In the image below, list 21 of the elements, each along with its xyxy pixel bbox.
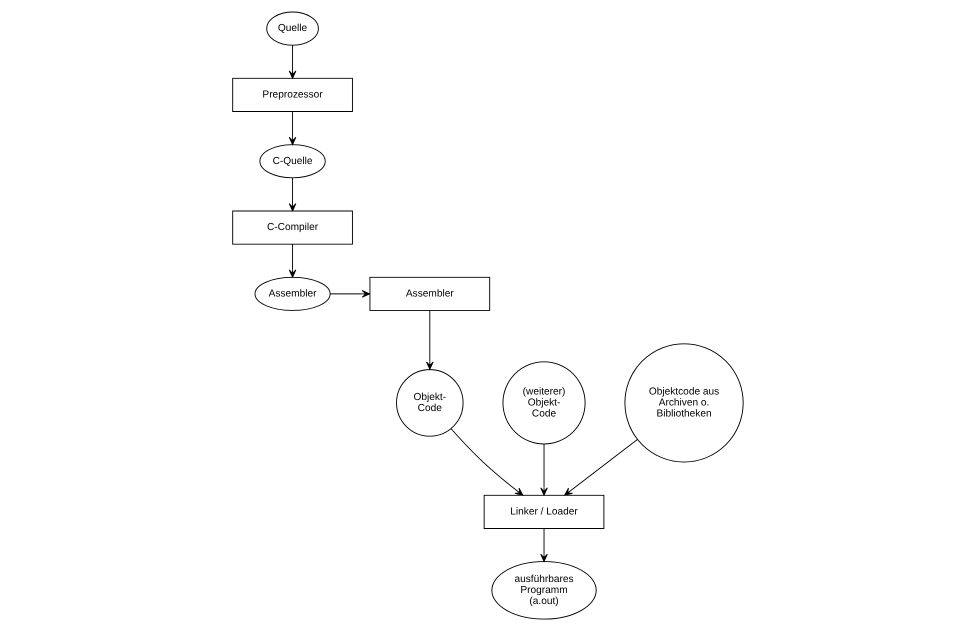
node-circle: (weiterer) Objekt- Code (502, 361, 586, 444)
node-box: C-Compiler (232, 210, 352, 245)
node-ellipse: C-Quelle (258, 144, 326, 178)
node-box: Preprozessor (232, 78, 352, 112)
arrow (540, 528, 548, 562)
arrow (329, 290, 370, 298)
node-box: Linker / Loader (483, 494, 604, 529)
node-circle: Objekt- Code (396, 369, 464, 437)
arrow (540, 444, 548, 496)
node-circle: Objektcode aus Archiven o. Bibliotheken (624, 343, 744, 462)
arrow (288, 178, 296, 212)
node-ellipse: Quelle (266, 12, 318, 46)
node-ellipse: Assembler (254, 276, 330, 311)
arrow (288, 111, 296, 146)
node-box: Assembler (368, 276, 490, 311)
arrow (288, 244, 296, 278)
arrow (450, 428, 523, 496)
arrow (564, 439, 638, 496)
arrow (288, 45, 296, 79)
node-ellipse: ausführbares Programm (a.out) (490, 561, 596, 620)
arrow (426, 310, 434, 370)
